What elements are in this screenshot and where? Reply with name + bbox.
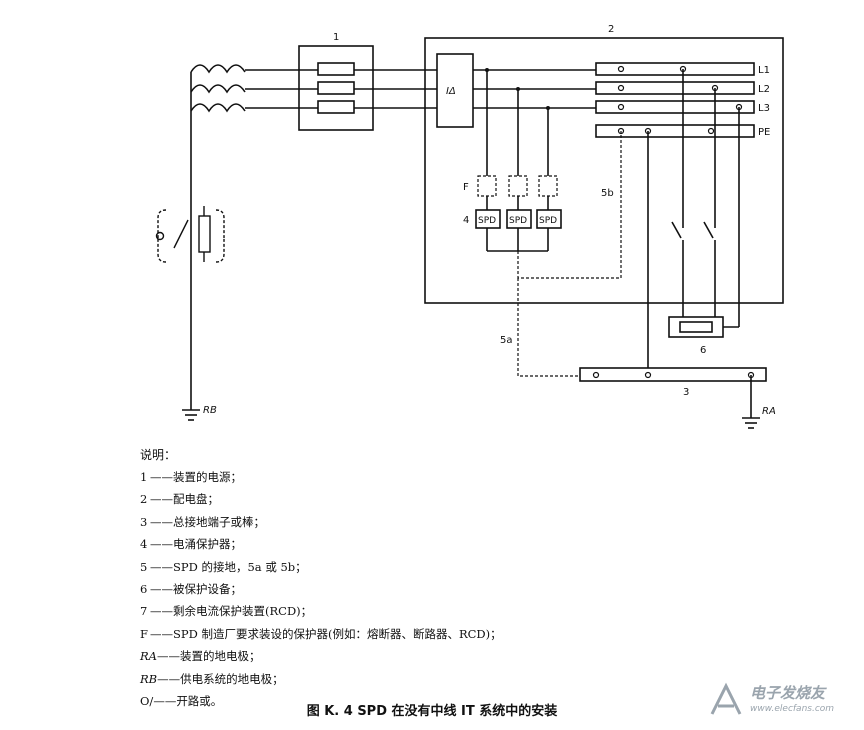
label-5a: 5a [500, 335, 513, 346]
legend-item: 3——总接地端子或棒； [140, 514, 265, 529]
open-circuit-symbol [155, 206, 225, 263]
label-ra: RA [762, 406, 776, 417]
label-rb: RB [203, 405, 217, 416]
label-5b: 5b [601, 188, 614, 199]
protector-fuses [477, 175, 558, 197]
spd-label-2: SPD [509, 216, 527, 226]
label-spd-index: 4 [463, 215, 469, 226]
watermark-logo-icon [710, 682, 742, 715]
legend-item: F——SPD 制造厂要求装设的保护器(例如：熔断器、断路器、RCD)； [140, 626, 502, 641]
legend-title: 说明： [140, 448, 177, 462]
label-3: 3 [683, 387, 689, 398]
label-pe: PE [758, 127, 770, 138]
watermark: 电子发烧友 www.elecfans.com [706, 680, 846, 724]
legend-item: RA——装置的地电极； [140, 649, 261, 664]
protected-equipment [668, 316, 724, 338]
legend-item: RB——供电系统的地电极； [140, 671, 284, 686]
watermark-text: 电子发烧友 [750, 684, 826, 702]
legend-item: 7——剩余电流保护装置(RCD)； [140, 604, 313, 619]
wiring-diagram: 1 2 IΔ L1 L2 L3 PE [155, 24, 784, 429]
main-earthing-bar [579, 367, 767, 382]
distribution-board [424, 37, 784, 304]
spd-label-1: SPD [478, 216, 496, 226]
spd-devices [475, 209, 562, 229]
legend-item: 6——被保护设备； [140, 581, 242, 596]
legend-item: O/——开路或。 [140, 693, 223, 708]
label-box2: 2 [608, 24, 614, 35]
spd-label-3: SPD [539, 216, 557, 226]
transformer-coils [190, 64, 246, 113]
label-l1: L1 [758, 65, 770, 76]
label-f: F [463, 182, 469, 193]
busbars [595, 62, 755, 138]
source-box [298, 45, 437, 131]
figure-caption: 图 K. 4 SPD 在没有中线 IT 系统中的安装 [306, 704, 558, 719]
legend-item: 4——电涌保护器； [140, 537, 242, 552]
label-box1: 1 [333, 32, 339, 43]
label-l2: L2 [758, 84, 770, 95]
label-6: 6 [700, 345, 706, 356]
legend-item: 1——装置的电源； [140, 470, 242, 484]
label-i-delta: IΔ [446, 86, 456, 97]
legend-list: 1——装置的电源； 2——配电盘； 3——总接地端子或棒； 4——电涌保护器； … [140, 466, 502, 712]
rcd-block [436, 53, 474, 128]
legend-item: 2——配电盘； [140, 492, 219, 507]
legend-item: 5——SPD 的接地，5a 或 5b； [140, 559, 307, 574]
label-l3: L3 [758, 103, 770, 114]
watermark-url: www.elecfans.com [750, 704, 835, 714]
